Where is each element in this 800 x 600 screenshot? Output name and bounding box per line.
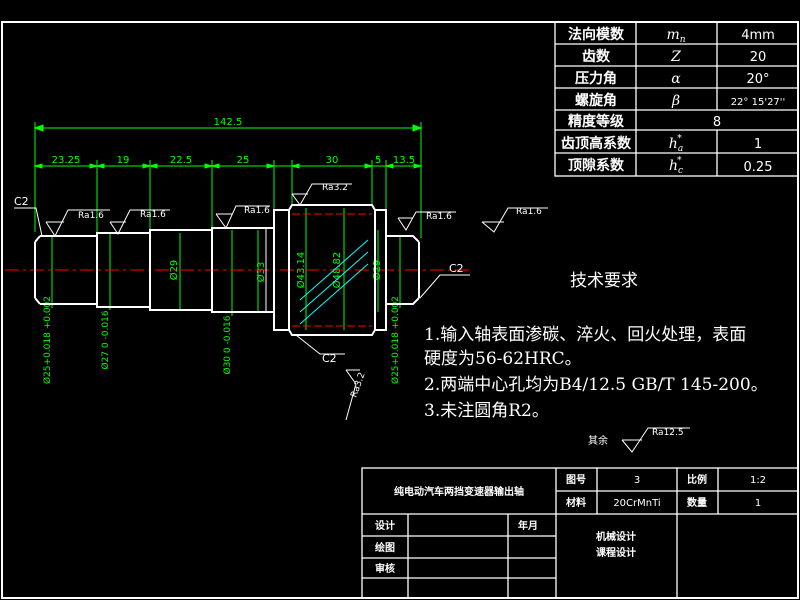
tech-req-item-1: 1.输入轴表面渗碳、淬火、回火处理，表面 [424, 325, 746, 345]
review-label: 审核 [375, 562, 395, 575]
dim-seg-6: 5 [375, 155, 381, 166]
dim-tol-25b: Ø25+0.018 +0.002 [390, 296, 401, 384]
param-symbol-module: mn [666, 27, 685, 45]
shaft-outline [34, 204, 420, 336]
dim-dia-33: Ø33 [255, 262, 267, 283]
param-value-teeth: 20 [750, 50, 767, 65]
design-label: 设计 [375, 519, 395, 532]
roughness-labels: Ra1.6 Ra1.6 Ra1.6 Ra3.2 Ra1.6 Ra1.6 Ra3.… [78, 183, 684, 447]
gear-param-values: 4mm 20 20° 22° 15'27'' 8 1 0.25 [713, 28, 785, 175]
param-label-pressure-angle: 压力角 [575, 70, 617, 87]
param-symbol-helix: β [671, 93, 680, 109]
chamfer-labels: C2 C2 C2 [14, 195, 464, 365]
chamfer-left: C2 [14, 195, 29, 208]
material: 20CrMnTi [613, 498, 660, 509]
chamfer-right: C2 [449, 262, 464, 275]
roughness-7: Ra3.2 [349, 371, 367, 399]
roughness-3: Ra1.6 [244, 206, 270, 216]
chamfer-leaders [14, 207, 470, 355]
roughness-rest-label: 其余 [588, 434, 608, 447]
param-value-helix: 22° 15'27'' [731, 97, 786, 108]
qty-label: 数量 [687, 496, 707, 509]
param-symbol-addendum: ha* [669, 134, 683, 154]
title-block [361, 467, 799, 599]
tech-req-title: 技术要求 [570, 271, 638, 291]
dim-tol-27: Ø27 0 -0.016 [100, 310, 111, 369]
tech-requirements: 技术要求 1.输入轴表面渗碳、淬火、回火处理，表面 硬度为56-62HRC。 2… [424, 271, 768, 421]
part-name: 纯电动汽车两挡变速器输出轴 [394, 485, 524, 498]
dim-seg-4: 25 [237, 155, 250, 166]
dimension-texts: 142.5 23.25 19 22.5 25 30 5 13.5 Ø29 Ø33… [42, 117, 415, 384]
param-label-helix-angle: 螺旋角 [575, 92, 617, 109]
chamfer-gear: C2 [322, 352, 337, 365]
course-line-1: 机械设计 [596, 530, 636, 543]
dim-seg-3: 22.5 [170, 155, 192, 166]
tech-req-item-1b: 硬度为56-62HRC。 [424, 349, 582, 369]
param-label-module: 法向模数 [568, 26, 625, 43]
param-value-pressure: 20° [746, 72, 769, 87]
date-label: 年月 [518, 519, 538, 532]
roughness-6: Ra1.6 [516, 207, 542, 217]
roughness-4: Ra3.2 [322, 183, 348, 193]
dim-seg-2: 19 [117, 155, 130, 166]
param-label-teeth: 齿数 [582, 48, 611, 65]
drawing-no-label: 图号 [566, 474, 586, 486]
roughness-symbols [45, 183, 690, 453]
dim-seg-1: 23.25 [52, 155, 81, 166]
param-value-addendum: 1 [754, 137, 762, 152]
scale: 1:2 [750, 475, 766, 486]
param-label-addendum: 齿顶高系数 [561, 135, 632, 152]
qty: 1 [755, 498, 761, 509]
roughness-rest: Ra12.5 [652, 428, 684, 438]
dim-tol-25a: Ø25+0.018 +0.002 [42, 296, 53, 384]
dim-overall: 142.5 [214, 117, 243, 128]
material-label: 材料 [566, 496, 586, 509]
drawing-no: 3 [634, 475, 640, 486]
gear-helix-hatch [299, 239, 369, 325]
param-label-accuracy: 精度等级 [568, 113, 625, 130]
course-line-2: 课程设计 [596, 546, 636, 559]
gear-param-labels: 法向模数 齿数 压力角 螺旋角 精度等级 齿顶高系数 顶隙系数 [561, 26, 632, 174]
param-value-clearance: 0.25 [744, 160, 773, 175]
param-value-accuracy: 8 [713, 115, 721, 130]
param-symbol-teeth: Z [670, 49, 681, 65]
param-label-clearance: 顶隙系数 [568, 157, 625, 174]
roughness-1: Ra1.6 [78, 211, 104, 221]
draw-label: 绘图 [375, 541, 395, 554]
dim-seg-7: 13.5 [393, 155, 415, 166]
dimension-lines [33, 122, 423, 330]
roughness-5: Ra1.6 [426, 212, 452, 222]
scale-label: 比例 [687, 473, 707, 486]
dim-seg-5: 30 [326, 155, 339, 166]
gear-parameter-table [554, 21, 799, 177]
roughness-2: Ra1.6 [140, 210, 166, 220]
title-block-text: 纯电动汽车两挡变速器输出轴 图号 3 比例 1:2 材料 20CrMnTi 数量… [375, 473, 766, 575]
param-symbol-clearance: hc* [669, 156, 683, 176]
dim-tol-30: Ø30 0 -0.016 [222, 315, 233, 374]
tech-req-item-3: 3.未注圆角R2。 [424, 401, 549, 421]
tech-req-item-2: 2.两端中心孔均为B4/12.5 GB/T 145-200。 [424, 375, 768, 395]
param-symbol-pressure: α [671, 71, 681, 87]
param-value-module: 4mm [741, 28, 775, 43]
